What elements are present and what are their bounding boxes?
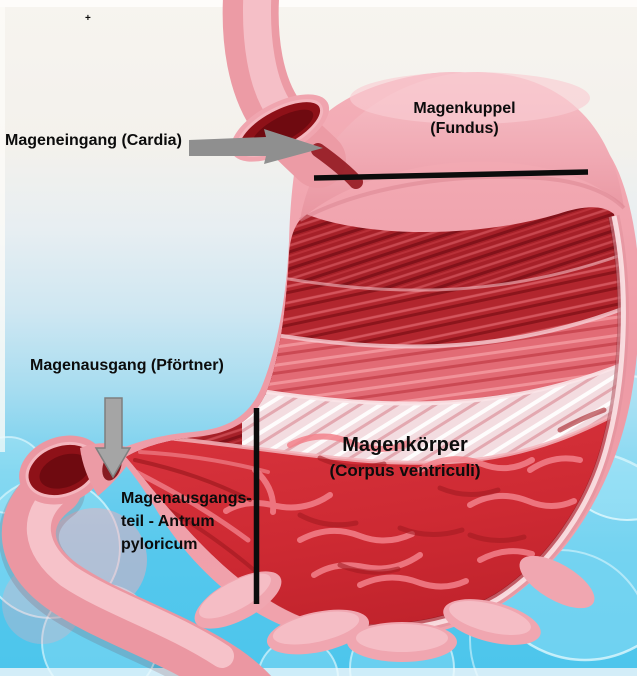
- label-antrum: Magenausgangs- teil - Antrum pyloricum: [121, 487, 252, 556]
- fundus-dome: [299, 72, 626, 222]
- label-fundus: Magenkuppel (Fundus): [372, 99, 557, 139]
- label-antrum-line3: pyloricum: [121, 536, 198, 553]
- arrow-down-icon: [94, 397, 132, 479]
- greater-curvature-bumps: [194, 555, 595, 662]
- annotations: [94, 129, 589, 604]
- label-pfoertner: Magenausgang (Pförtner): [30, 357, 224, 374]
- label-antrum-line2: teil - Antrum: [121, 513, 215, 530]
- label-koerper: Magenkörper (Corpus ventriculi): [300, 433, 510, 481]
- label-antrum-line1: Magenausgangs-: [121, 490, 252, 507]
- label-fundus-line1: Magenkuppel: [413, 100, 516, 117]
- arrow-right-icon: [189, 129, 323, 164]
- fundus-boundary-line: [313, 169, 589, 181]
- label-fundus-line2: (Fundus): [430, 120, 499, 137]
- label-koerper-line1: Magenkörper: [342, 434, 468, 456]
- label-cardia: Mageneingang (Cardia): [5, 132, 182, 149]
- duodenum: [0, 461, 271, 676]
- label-koerper-line2: (Corpus ventriculi): [329, 461, 481, 480]
- plus-mark: +: [85, 13, 91, 24]
